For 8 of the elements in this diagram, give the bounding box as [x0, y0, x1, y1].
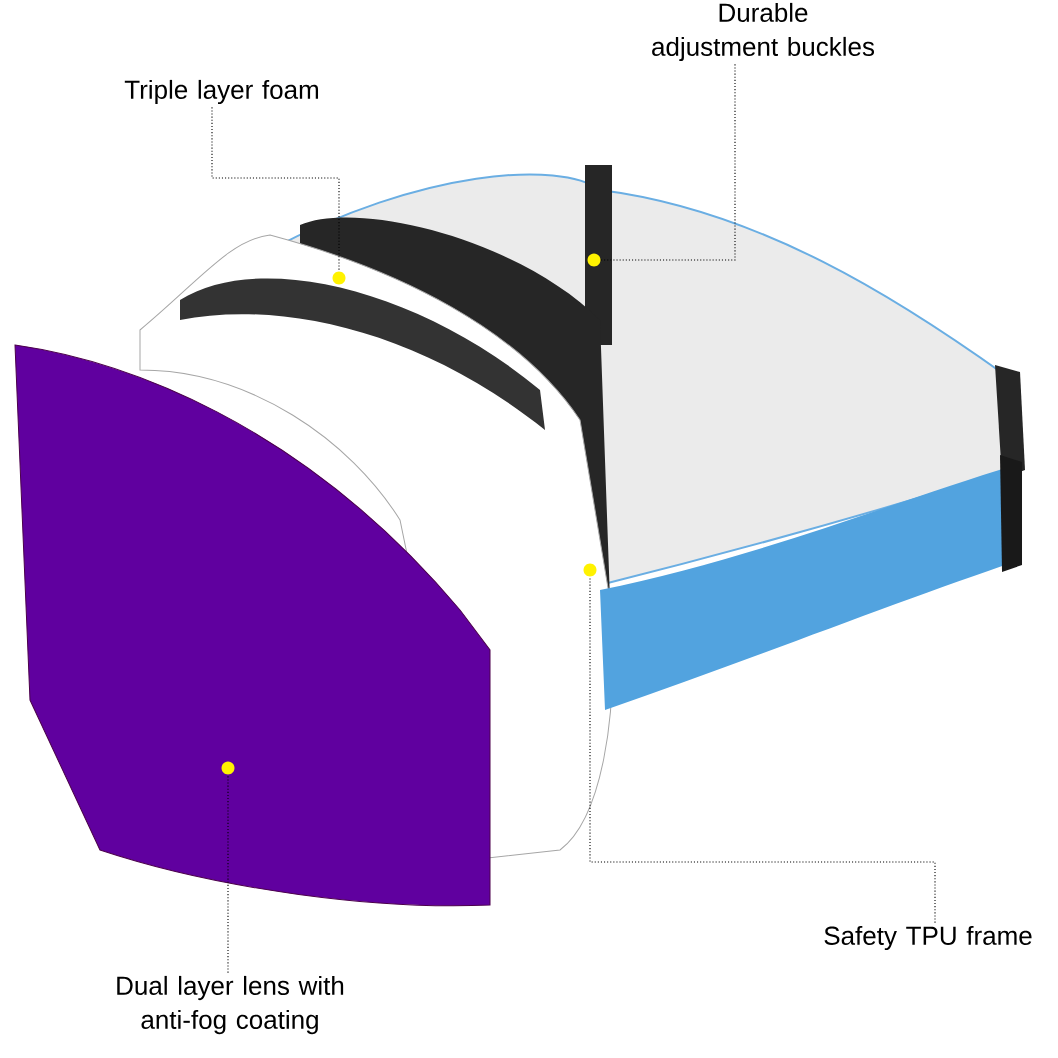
callout-label: Dual layer lens with anti-fog coating	[117, 975, 344, 1035]
leader-line	[589, 576, 936, 924]
callout-label: Safety TPU frame	[824, 925, 1032, 951]
leader-line	[211, 106, 340, 272]
callout-label: Triple layer foam	[124, 79, 318, 105]
leader-line	[600, 63, 736, 261]
leader-line	[227, 774, 229, 974]
callout-label: Durable adjustment buckles	[652, 2, 875, 62]
